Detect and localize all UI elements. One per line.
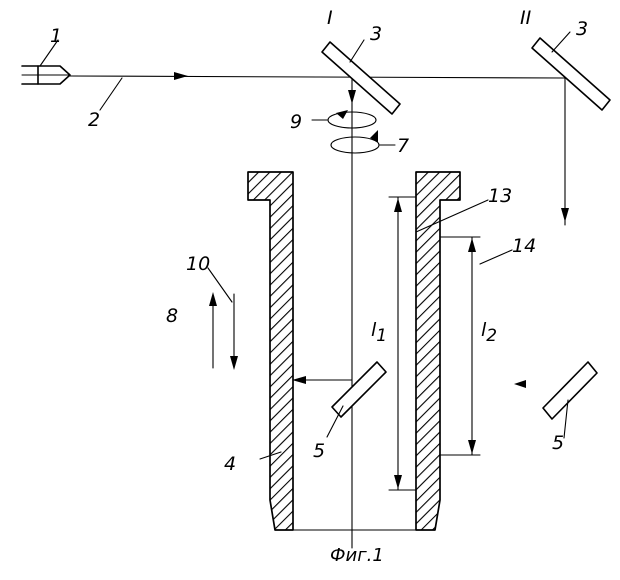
rotation-arrows xyxy=(327,110,380,154)
label-beam: 2 xyxy=(88,109,100,131)
label-position-1: I xyxy=(327,7,333,29)
light-source xyxy=(21,65,71,85)
label-length-1: l1 xyxy=(371,319,387,346)
label-mirror-outer: 5 xyxy=(552,432,564,454)
label-rotation-9: 9 xyxy=(290,111,302,133)
dimension-l2 xyxy=(439,236,481,456)
mirror-outer xyxy=(542,361,598,420)
label-mirror-1: 3 xyxy=(370,23,382,45)
mirror-position-1 xyxy=(321,41,401,115)
label-position-2: II xyxy=(520,7,532,29)
label-mirror-inner: 5 xyxy=(313,440,325,462)
mirror-position-2 xyxy=(531,37,611,111)
label-motion-10: 10 xyxy=(186,253,210,275)
label-source: 1 xyxy=(50,25,62,47)
label-length-2: l2 xyxy=(481,319,497,346)
light-beam xyxy=(69,72,569,549)
figure-caption: Фиг.1 xyxy=(330,545,384,566)
dimension-l1 xyxy=(388,196,417,491)
label-mirror-2: 3 xyxy=(576,18,588,40)
label-dim-14: 14 xyxy=(512,235,536,257)
motion-arrows xyxy=(209,292,238,370)
label-rotation-7: 7 xyxy=(397,135,409,157)
label-sleeve: 4 xyxy=(224,453,236,475)
label-motion-8: 8 xyxy=(166,305,178,327)
sleeve-body xyxy=(247,171,461,531)
mirror-inner xyxy=(331,361,387,418)
label-dim-13: 13 xyxy=(488,185,512,207)
leader-lines xyxy=(39,31,571,460)
